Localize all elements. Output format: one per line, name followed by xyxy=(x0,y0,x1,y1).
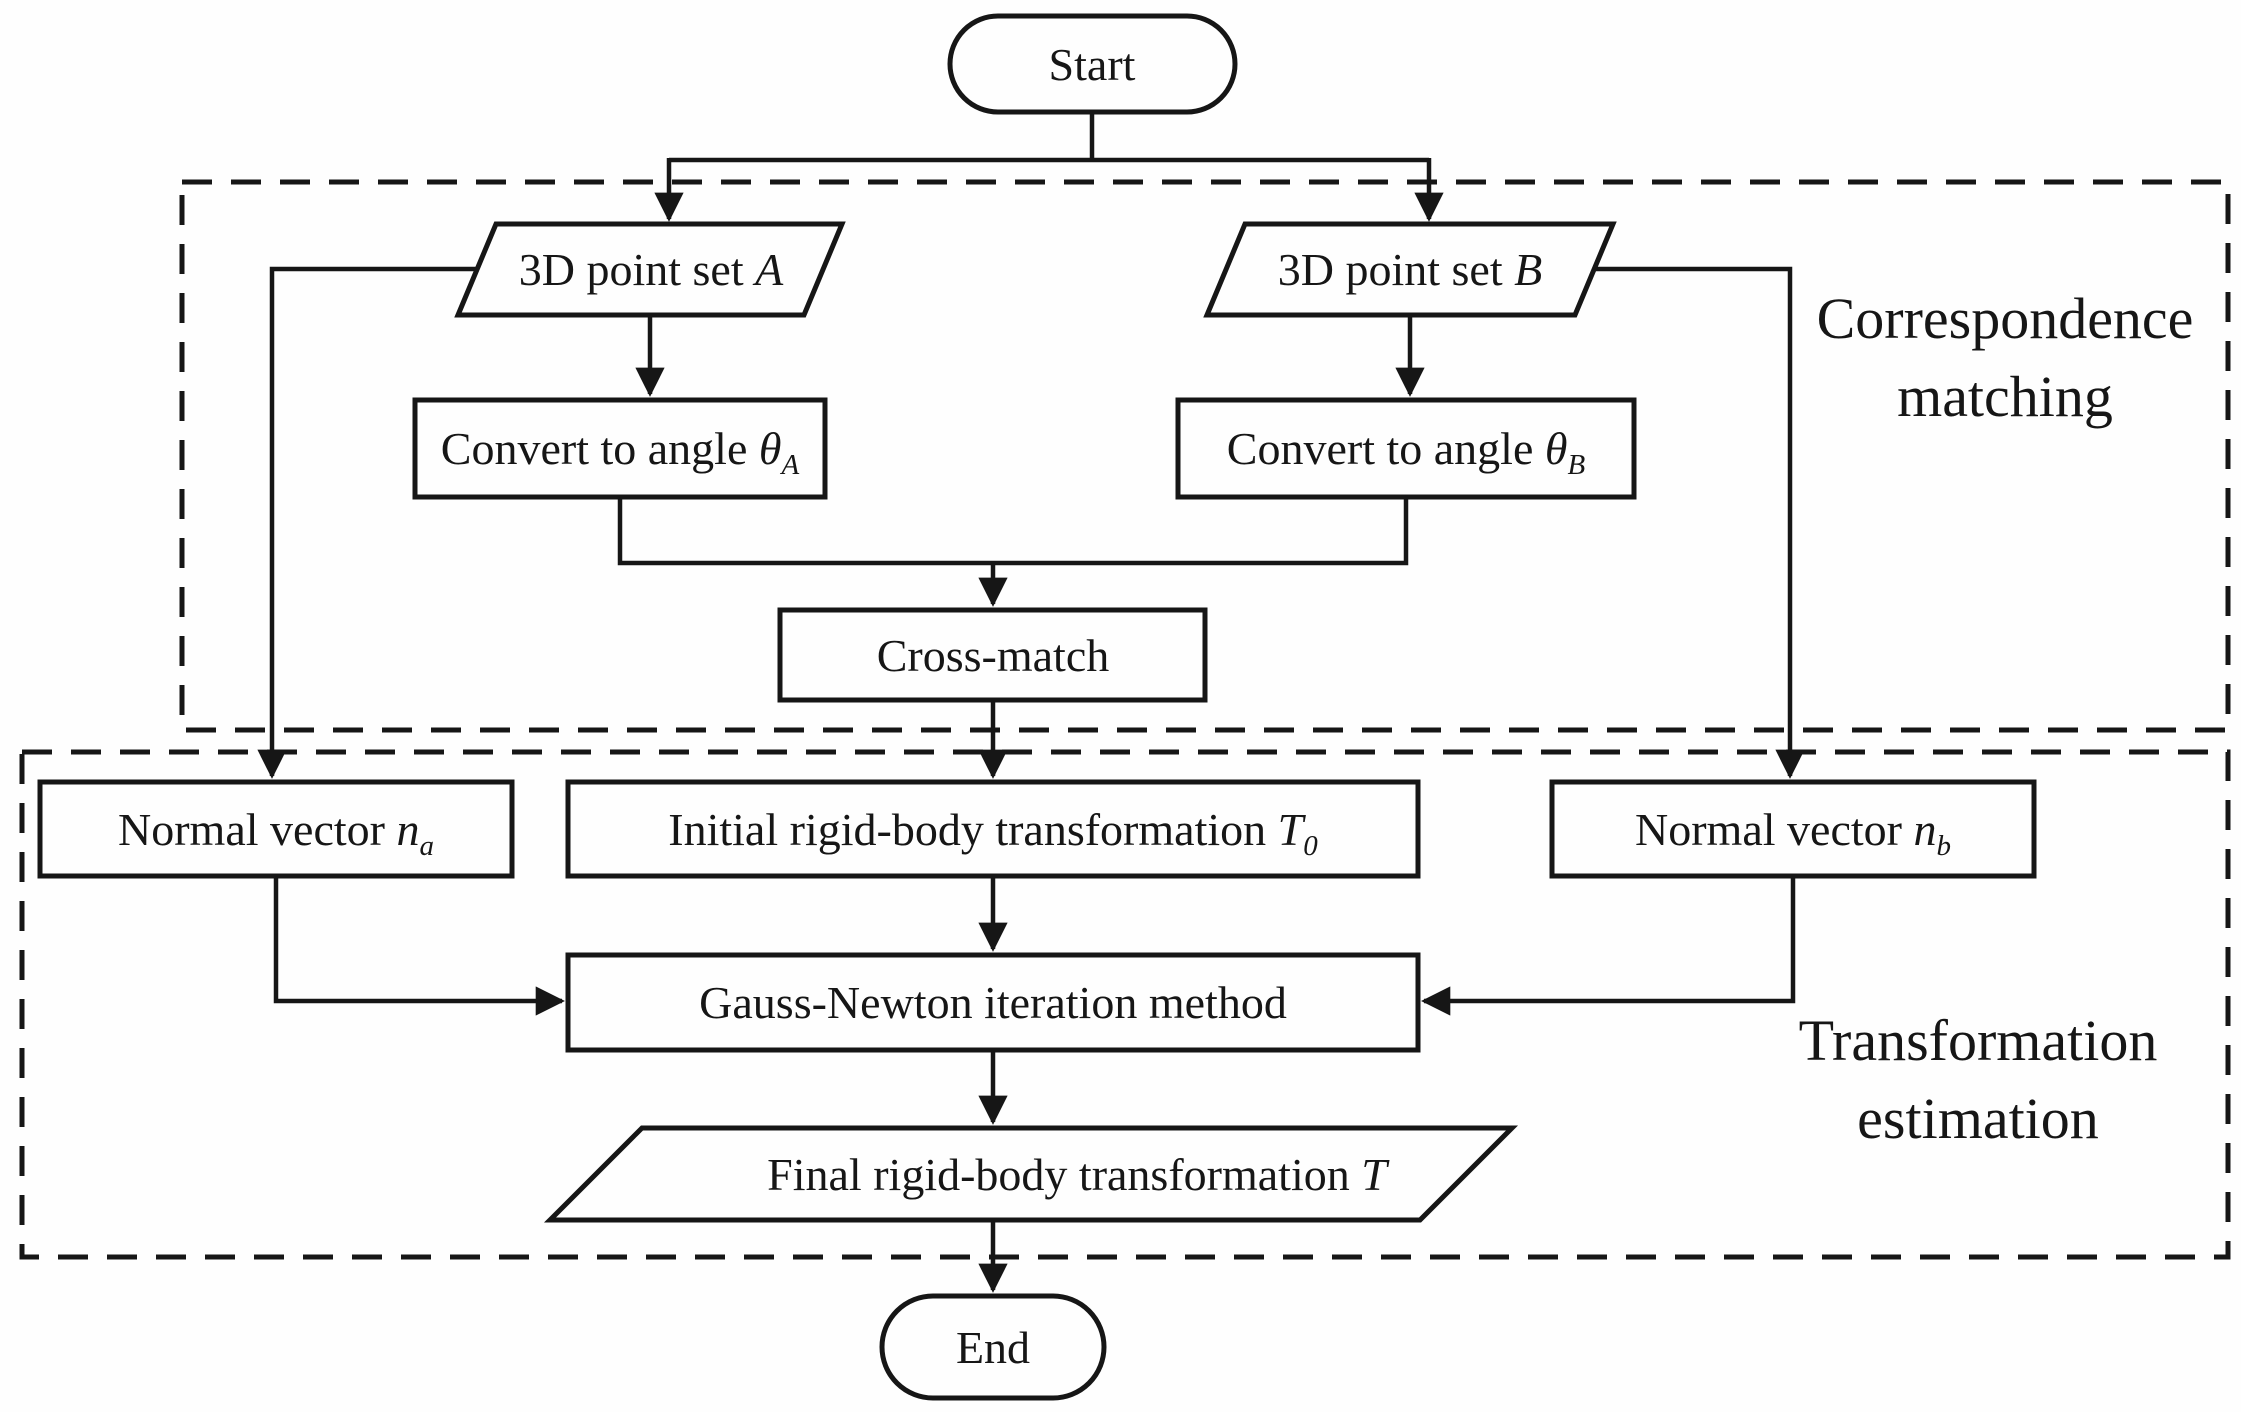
convert-angle-a-process xyxy=(412,397,828,500)
connector-start-split xyxy=(669,112,1429,163)
gauss-newton-label: Gauss-Newton iteration method xyxy=(699,977,1287,1028)
connector-normal-vector-b-to-gauss-newton xyxy=(1421,876,1796,1016)
start-label: Start xyxy=(1049,39,1136,90)
correspondence-matching-label-line1: Correspondence xyxy=(1817,286,2194,351)
convert-angle-b-process xyxy=(1175,397,1637,500)
cross-match-process xyxy=(777,607,1208,703)
start-terminator xyxy=(947,13,1238,115)
initial-transformation-process xyxy=(565,779,1421,879)
transformation-estimation-label-line1: Transformation xyxy=(1799,1008,2158,1073)
transformation-estimation-label-line2: estimation xyxy=(1857,1086,2099,1151)
point-set-a-label: 3D point set A xyxy=(519,244,784,295)
normal-vector-b-label: Normal vector nb xyxy=(1635,804,1951,862)
initial-transformation-label: Initial rigid-body transformation T0 xyxy=(668,804,1318,862)
normal-vector-a-process xyxy=(37,779,515,879)
normal-vector-b-process xyxy=(1549,779,2037,879)
transformation-estimation-section-box xyxy=(19,749,2231,1260)
connector-convert-merge xyxy=(617,497,1409,566)
final-transformation-label: Final rigid-body transformation T xyxy=(767,1149,1390,1200)
point-set-b-parallelogram xyxy=(1203,221,1617,318)
end-label: End xyxy=(956,1322,1030,1373)
convert-angle-a-label: Convert to angle θA xyxy=(441,423,800,481)
correspondence-matching-label-line2: matching xyxy=(1897,364,2113,429)
connector-normal-vector-a-to-gauss-newton xyxy=(273,876,565,1016)
end-terminator xyxy=(879,1293,1107,1401)
convert-angle-b-label: Convert to angle θB xyxy=(1227,423,1586,481)
gauss-newton-process xyxy=(565,952,1421,1053)
normal-vector-a-label: Normal vector na xyxy=(118,804,434,862)
connector-point-set-b-to-normal-vector-b xyxy=(1594,266,1805,779)
point-set-b-label: 3D point set B xyxy=(1278,244,1543,295)
final-transformation-parallelogram xyxy=(543,1125,1519,1223)
cross-match-label: Cross-match xyxy=(877,630,1110,681)
connector-point-set-a-to-normal-vector-a xyxy=(257,266,477,779)
point-set-a-parallelogram xyxy=(454,221,846,318)
correspondence-matching-section-box xyxy=(179,179,2231,733)
